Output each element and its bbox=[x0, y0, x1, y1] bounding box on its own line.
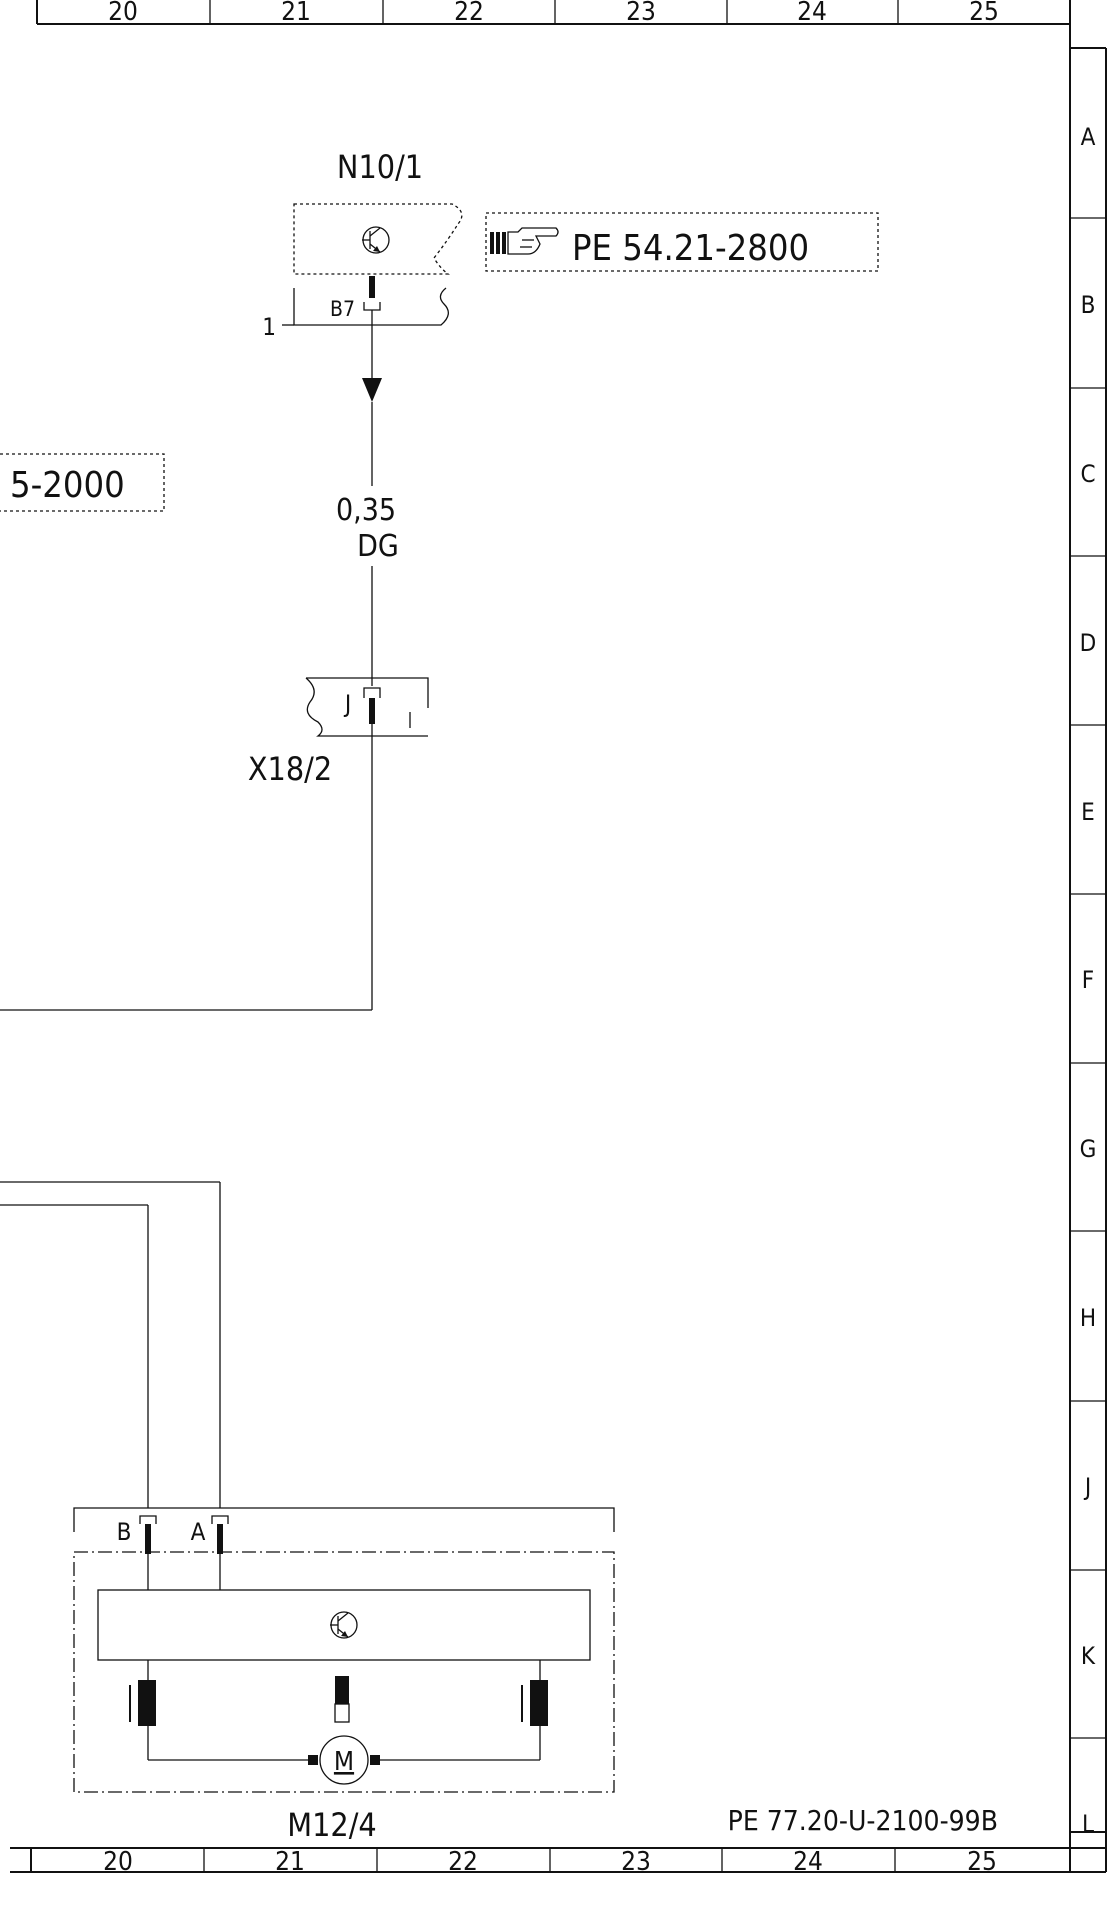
connector-label-b7: B7 bbox=[330, 297, 355, 321]
column-label: 20 bbox=[108, 0, 138, 27]
motor-connector-housing bbox=[73, 1507, 615, 1532]
pointing-hand-icon bbox=[490, 227, 559, 255]
motor-symbol: M bbox=[334, 1747, 354, 1777]
motor-electronics-box bbox=[97, 1589, 591, 1661]
motor-m12-4: B A bbox=[73, 1507, 615, 1844]
transistor-icon bbox=[330, 1611, 358, 1639]
row-label: J bbox=[1083, 1473, 1091, 1501]
control-unit-n10-1: N10/1 B7 1 bbox=[262, 148, 463, 341]
row-label: D bbox=[1080, 629, 1097, 657]
coil-icon bbox=[129, 1660, 156, 1760]
wire-x18-to-left bbox=[0, 724, 373, 1011]
row-label: B bbox=[1081, 291, 1096, 319]
drawing-number: PE 77.20-U-2100-99B bbox=[728, 1804, 998, 1837]
row-label: C bbox=[1080, 460, 1095, 488]
column-ruler-bottom: 20 21 22 23 24 25 bbox=[103, 1847, 997, 1877]
wire-n10-to-x18: 0,35 DG bbox=[336, 310, 399, 686]
reference-text: PE 54.21-2800 bbox=[572, 228, 809, 269]
sheet-frame bbox=[10, 0, 1107, 1873]
row-label: H bbox=[1080, 1304, 1096, 1332]
partial-reference-text: 5-2000 bbox=[10, 465, 125, 506]
column-label: 21 bbox=[281, 0, 311, 27]
motor-icon: M bbox=[319, 1735, 369, 1785]
component-id: N10/1 bbox=[337, 148, 423, 186]
row-label: L bbox=[1082, 1810, 1094, 1838]
motor-assembly-outline bbox=[73, 1551, 615, 1793]
row-label: F bbox=[1082, 966, 1094, 994]
column-label: 24 bbox=[797, 0, 827, 27]
row-label: E bbox=[1081, 798, 1095, 826]
column-label: 23 bbox=[626, 0, 656, 27]
column-label: 25 bbox=[967, 1847, 997, 1877]
component-id: M12/4 bbox=[287, 1806, 376, 1844]
control-unit-connector-strip bbox=[293, 287, 449, 326]
column-ruler-top: 20 21 22 23 24 25 bbox=[108, 0, 999, 27]
connector-pin-j: J bbox=[343, 690, 351, 718]
column-label: 24 bbox=[793, 1847, 823, 1877]
connector-x18-2: J X18/2 bbox=[248, 677, 429, 788]
column-label: 22 bbox=[448, 1847, 478, 1877]
row-ruler: A B C D E F G H J K L bbox=[1070, 123, 1106, 1838]
wire-color: DG bbox=[357, 529, 399, 564]
row-label: K bbox=[1081, 1642, 1096, 1670]
column-label: 20 bbox=[103, 1847, 133, 1877]
row-label: G bbox=[1080, 1135, 1097, 1163]
motor-pin-a: A bbox=[191, 1518, 206, 1546]
row-label: A bbox=[1081, 123, 1096, 151]
column-label: 25 bbox=[969, 0, 999, 27]
column-label: 23 bbox=[621, 1847, 651, 1877]
wires-to-motor bbox=[0, 1181, 221, 1508]
wire-cross-section: 0,35 bbox=[336, 493, 396, 528]
control-unit-outline bbox=[293, 203, 463, 275]
component-id: X18/2 bbox=[248, 750, 332, 788]
motor-pin-b: B bbox=[117, 1518, 132, 1546]
coil-icon bbox=[334, 1676, 350, 1723]
pin-label: 1 bbox=[262, 313, 276, 341]
transistor-icon bbox=[362, 226, 390, 254]
partial-reference-box[interactable]: 5-2000 bbox=[0, 453, 165, 512]
column-label: 21 bbox=[275, 1847, 305, 1877]
reference-box[interactable]: PE 54.21-2800 bbox=[485, 212, 879, 272]
signal-arrow bbox=[362, 378, 382, 402]
column-label: 22 bbox=[454, 0, 484, 27]
coil-icon bbox=[521, 1660, 548, 1760]
